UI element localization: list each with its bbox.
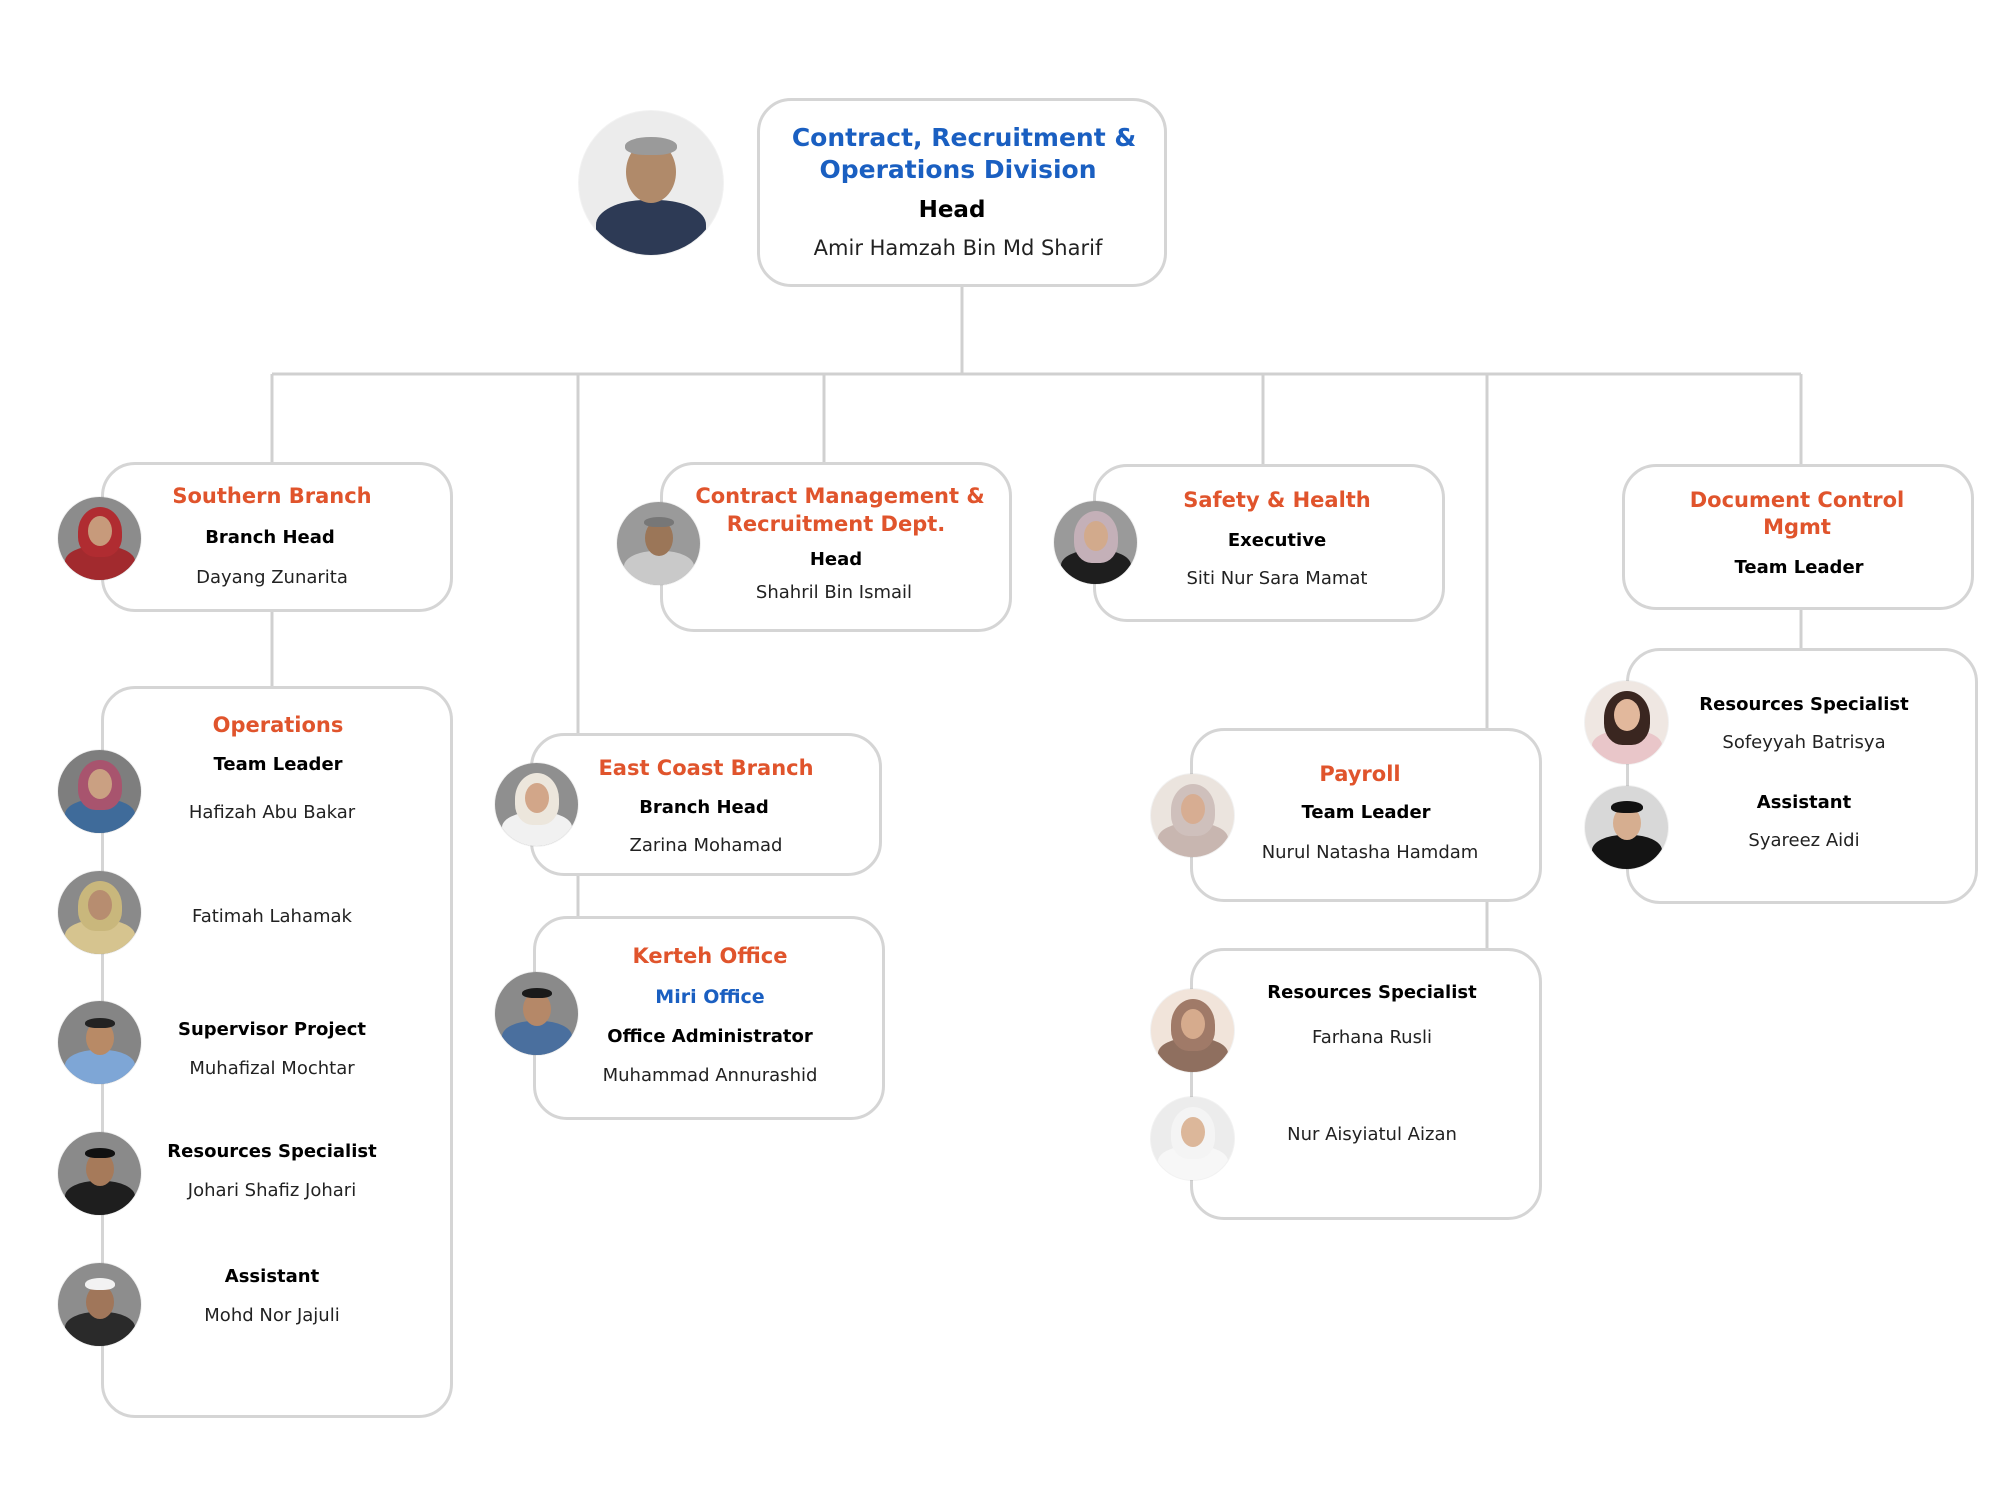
division-head-role: Head xyxy=(918,197,986,223)
doc-team-card xyxy=(1626,648,1978,904)
east-coast-branch-name: Zarina Mohamad xyxy=(629,835,783,856)
east-coast-branch-role: Branch Head xyxy=(639,797,769,818)
payroll-team-member-photo xyxy=(1151,989,1234,1072)
payroll-team-leader-photo xyxy=(1151,774,1234,857)
operations-member-name: Fatimah Lahamak xyxy=(192,906,352,927)
operations-card xyxy=(101,686,453,1418)
doc-team-member-photo xyxy=(1585,786,1668,869)
contract-mgmt-role: Head xyxy=(809,549,863,570)
payroll-title: Payroll xyxy=(1319,762,1401,786)
doc-control-title-line1: Document Control xyxy=(1689,488,1905,512)
doc-control-card xyxy=(1622,464,1974,610)
contract-mgmt-name: Shahril Bin Ismail xyxy=(755,582,913,603)
contract-mgmt-title-line1: Contract Management & xyxy=(695,484,985,508)
operations-member-role: Supervisor Project xyxy=(178,1019,366,1040)
doc-team-member-photo xyxy=(1585,681,1668,764)
kerteh-office-admin-photo xyxy=(495,972,578,1055)
safety-health-role: Executive xyxy=(1227,530,1327,551)
operations-member-role: Resources Specialist xyxy=(167,1141,377,1162)
kerteh-office-name: Muhammad Annurashid xyxy=(602,1065,818,1086)
southern-branch-head-photo xyxy=(58,497,141,580)
kerteh-office-role: Office Administrator xyxy=(607,1026,813,1047)
southern-branch-title: Southern Branch xyxy=(172,484,372,508)
southern-branch-name: Dayang Zunarita xyxy=(196,567,348,588)
division-head-name: Amir Hamzah Bin Md Sharif xyxy=(813,236,1103,260)
safety-health-executive-photo xyxy=(1054,501,1137,584)
operations-member-name: Hafizah Abu Bakar xyxy=(188,802,356,823)
operations-title: Operations xyxy=(212,713,344,737)
southern-branch-role: Branch Head xyxy=(205,527,335,548)
operations-member-photo xyxy=(58,1132,141,1215)
payroll-role: Team Leader xyxy=(1301,802,1431,823)
payroll-team-member-photo xyxy=(1151,1097,1234,1180)
payroll-team-member-name: Nur Aisyiatul Aizan xyxy=(1287,1124,1457,1145)
division-title-line1: Contract, Recruitment & xyxy=(791,123,1137,152)
miri-office-subtitle: Miri Office xyxy=(655,986,765,1008)
payroll-team-role: Resources Specialist xyxy=(1267,982,1477,1003)
operations-member-photo xyxy=(58,871,141,954)
operations-member-photo xyxy=(58,1001,141,1084)
east-coast-branch-title: East Coast Branch xyxy=(598,756,814,780)
kerteh-office-title: Kerteh Office xyxy=(632,944,788,968)
operations-member-name: Mohd Nor Jajuli xyxy=(204,1305,340,1326)
safety-health-name: Siti Nur Sara Mamat xyxy=(1186,568,1368,589)
southern-branch-card xyxy=(101,462,453,612)
division-head-photo xyxy=(579,111,723,255)
doc-control-role: Team Leader xyxy=(1734,557,1864,578)
payroll-team-member-name: Farhana Rusli xyxy=(1312,1027,1432,1048)
safety-health-card xyxy=(1093,464,1445,622)
doc-team-member-name: Syareez Aidi xyxy=(1748,830,1860,851)
east-coast-branch-head-photo xyxy=(495,763,578,846)
division-title-line2: Operations Division xyxy=(819,155,1097,184)
operations-member-role: Assistant xyxy=(224,1266,320,1287)
doc-team-member-role: Assistant xyxy=(1756,792,1852,813)
contract-mgmt-card xyxy=(660,462,1012,632)
doc-team-member-name: Sofeyyah Batrisya xyxy=(1722,732,1886,753)
safety-health-title: Safety & Health xyxy=(1183,488,1371,512)
payroll-team-card xyxy=(1190,948,1542,1220)
operations-member-role: Team Leader xyxy=(213,754,343,775)
east-coast-branch-card xyxy=(530,733,882,876)
contract-mgmt-title-line2: Recruitment Dept. xyxy=(726,512,946,536)
doc-team-member-role: Resources Specialist xyxy=(1699,694,1909,715)
contract-mgmt-head-photo xyxy=(617,502,700,585)
operations-member-photo xyxy=(58,750,141,833)
operations-member-name: Johari Shafiz Johari xyxy=(187,1180,357,1201)
payroll-name: Nurul Natasha Hamdam xyxy=(1261,842,1479,863)
operations-member-photo xyxy=(58,1263,141,1346)
doc-control-title-line2: Mgmt xyxy=(1763,515,1831,539)
payroll-card xyxy=(1190,728,1542,902)
division-head-card xyxy=(757,98,1167,287)
operations-member-name: Muhafizal Mochtar xyxy=(189,1058,355,1079)
